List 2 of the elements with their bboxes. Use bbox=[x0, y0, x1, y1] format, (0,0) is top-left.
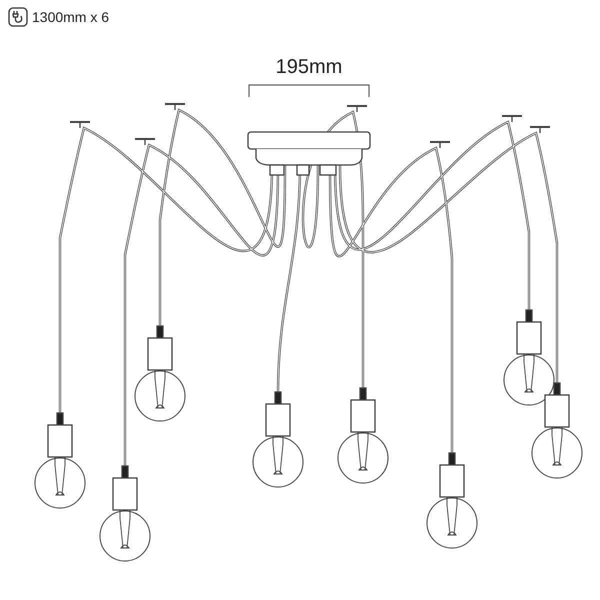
dimension-label: 195mm bbox=[274, 56, 344, 79]
cable-length-label: 1300mm x 6 bbox=[32, 9, 110, 25]
